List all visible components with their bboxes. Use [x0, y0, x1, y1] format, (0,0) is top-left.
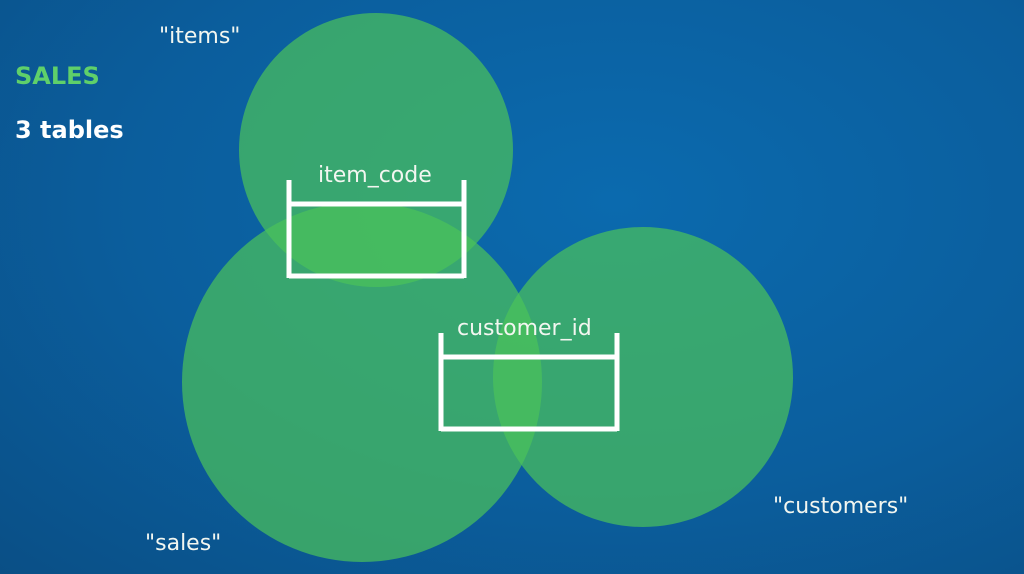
customers-table-label: "customers"	[773, 494, 909, 519]
items-table-label: "items"	[159, 24, 241, 49]
sales-table-label: "sales"	[145, 531, 222, 556]
customers-circle	[493, 227, 793, 527]
sales-circle	[182, 202, 542, 562]
item-code-key-box	[286, 180, 467, 279]
item-code-key-label: item_code	[318, 163, 432, 188]
customer-id-key-box	[438, 333, 620, 432]
customer-id-key-label: customer_id	[457, 316, 592, 341]
page-title: SALES	[15, 62, 100, 90]
page-subtitle: 3 tables	[15, 116, 124, 144]
